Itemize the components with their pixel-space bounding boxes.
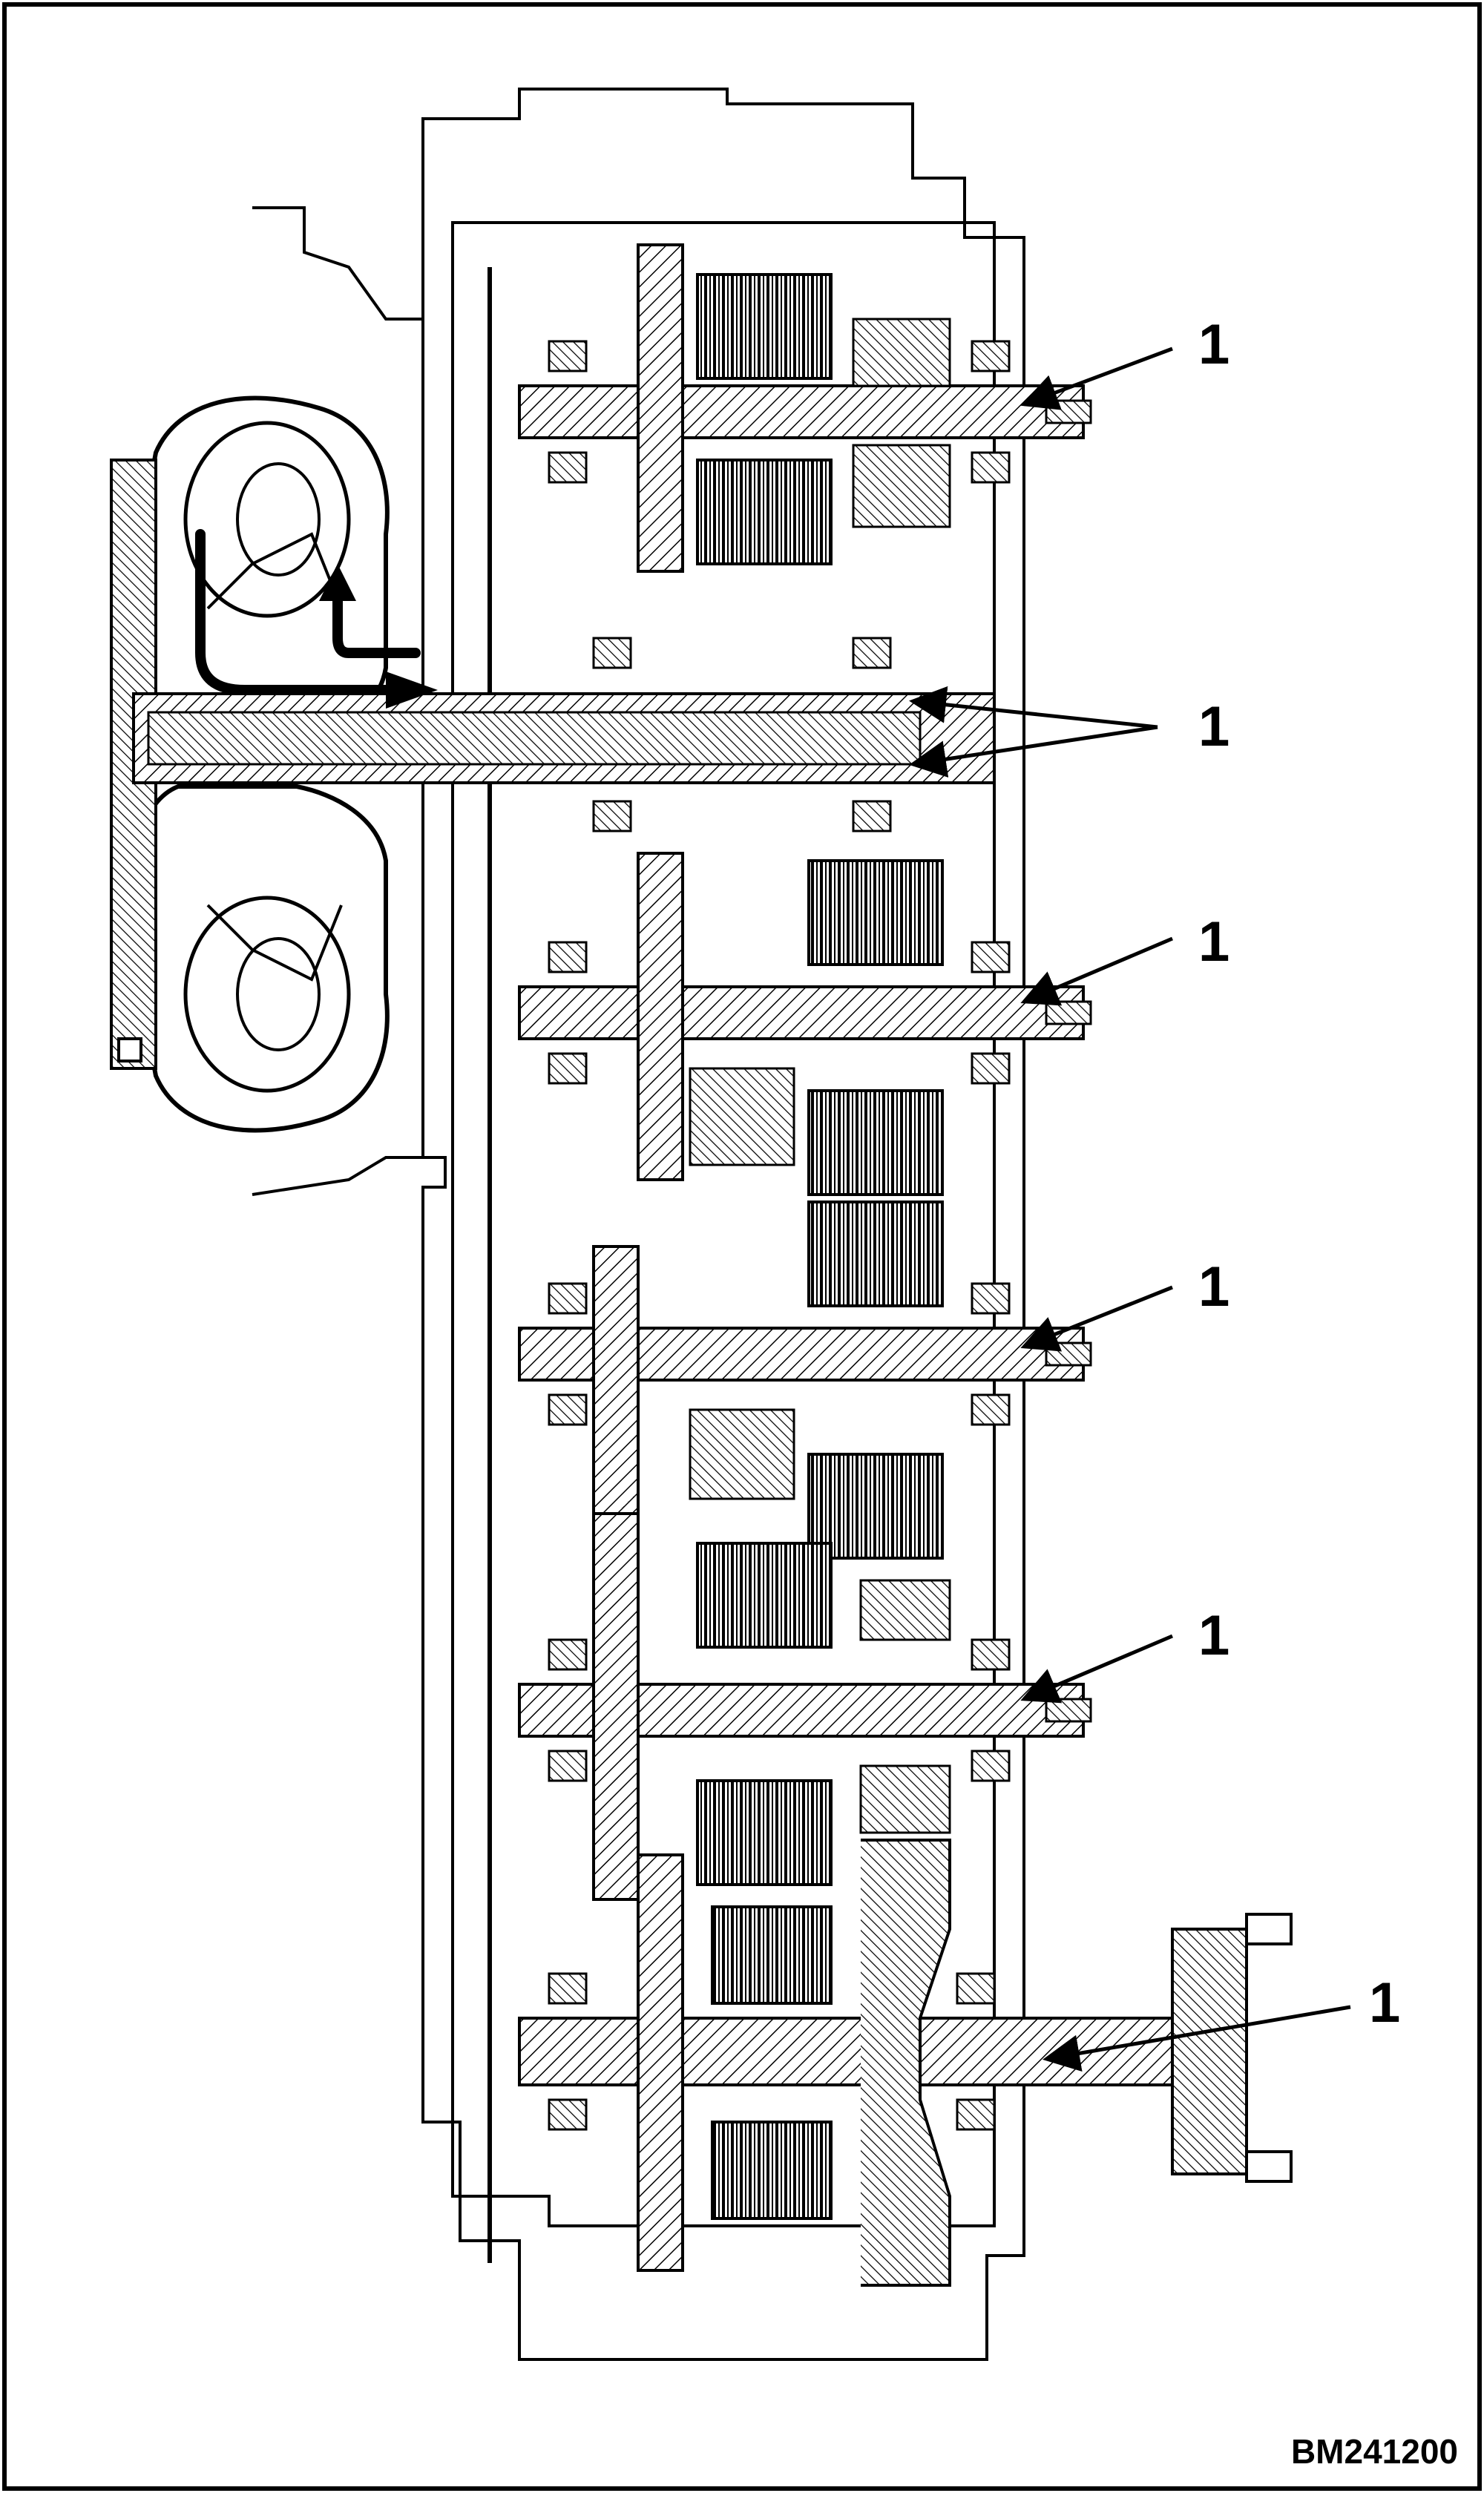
callout-1-shaft-row-1: 1 <box>1198 313 1229 376</box>
shaft-row-5 <box>518 1512 1092 1901</box>
callout-1-shaft-row-4: 1 <box>1198 1255 1229 1318</box>
callout-1-output-shaft: 1 <box>1369 1971 1400 2034</box>
bearings <box>548 340 1011 2131</box>
leader-line-5 <box>1020 1634 1173 1704</box>
leader-line-1 <box>1020 346 1173 410</box>
callout-1-shaft-row-5: 1 <box>1198 1604 1229 1667</box>
shaft-row-1 <box>518 243 1092 573</box>
callout-1-shaft-row-3: 1 <box>1198 910 1229 973</box>
leader-line-4 <box>1020 1285 1173 1352</box>
shaft-row-3 <box>518 852 1092 1196</box>
input-shaft <box>132 692 996 784</box>
leader-line-3 <box>1020 936 1173 1006</box>
flow-arrowhead-right <box>386 671 438 709</box>
transmission-housing <box>252 88 1025 2361</box>
flow-arrow-down-right-icon <box>195 529 354 695</box>
leader-line-2a <box>909 686 1158 729</box>
flow-arrow-up-icon <box>332 588 421 658</box>
figure-code: BM241200 <box>1291 2432 1458 2471</box>
flow-arrowhead-up <box>319 564 356 601</box>
oil-flow-arrows <box>195 529 438 709</box>
output-shaft <box>518 1839 1293 2287</box>
leader-line-2b <box>909 725 1158 778</box>
shaft-row-4 <box>518 1200 1092 1634</box>
callout-1-input-shaft: 1 <box>1198 695 1229 758</box>
leader-lines <box>909 346 1351 2072</box>
leader-line-6 <box>1043 2005 1351 2072</box>
